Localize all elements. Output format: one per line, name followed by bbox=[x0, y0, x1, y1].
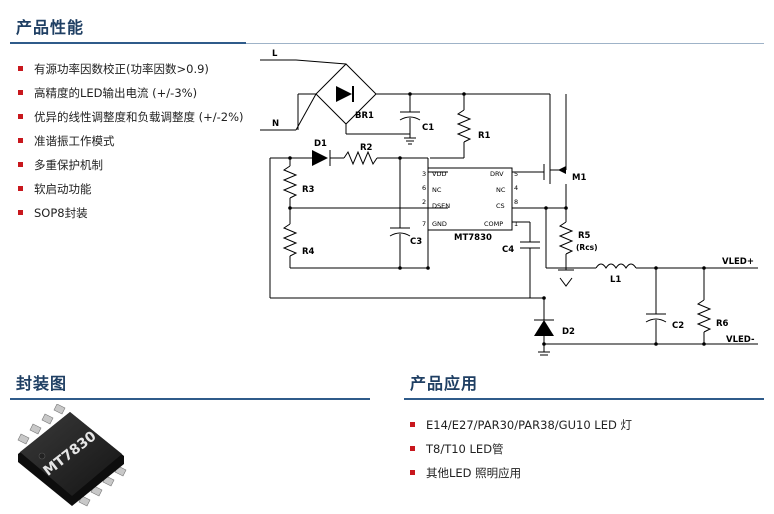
label-n: N bbox=[272, 119, 279, 129]
feature-item: 准谐振工作模式 bbox=[18, 134, 244, 158]
label-r4: R4 bbox=[302, 247, 315, 257]
bullet-icon bbox=[18, 66, 23, 71]
label-c4: C4 bbox=[502, 245, 514, 255]
label-r3: R3 bbox=[302, 185, 315, 195]
performance-heading: 产品性能 bbox=[16, 18, 85, 37]
label-r1: R1 bbox=[478, 131, 491, 141]
d1-diode-icon bbox=[312, 150, 328, 166]
pin-number: 4 bbox=[514, 184, 518, 192]
label-r5: R5 bbox=[578, 231, 591, 241]
pin-number: 1 bbox=[514, 220, 518, 228]
performance-heading-rule-thin bbox=[246, 43, 764, 44]
bullet-icon bbox=[18, 138, 23, 143]
pin-name: GND bbox=[432, 220, 447, 228]
label-vled-plus: VLED+ bbox=[722, 257, 754, 267]
label-vled-minus: VLED- bbox=[726, 335, 755, 345]
label-l1: L1 bbox=[610, 275, 621, 285]
pin-number: 6 bbox=[422, 184, 426, 192]
application-heading-rule bbox=[404, 398, 764, 400]
bullet-icon bbox=[18, 162, 23, 167]
pin-name: NC bbox=[432, 186, 442, 194]
bullet-icon bbox=[18, 114, 23, 119]
bullet-icon bbox=[410, 470, 415, 475]
feature-list: 有源功率因数校正(功率因数>0.9) 高精度的LED输出电流 (+/-3%) 优… bbox=[18, 62, 244, 230]
bullet-icon bbox=[410, 422, 415, 427]
pin-name: CS bbox=[496, 202, 505, 210]
pin-number: 3 bbox=[422, 170, 426, 178]
label-d2: D2 bbox=[562, 327, 575, 337]
pin-name: VDD bbox=[432, 170, 446, 178]
d2-diode-icon bbox=[534, 320, 554, 336]
pin-name: DRV bbox=[490, 170, 504, 178]
pin-name: DSEN bbox=[432, 202, 450, 210]
label-c3: C3 bbox=[410, 237, 422, 247]
package-heading: 封装图 bbox=[16, 374, 68, 393]
feature-item: 高精度的LED输出电流 (+/-3%) bbox=[18, 86, 244, 110]
feature-item: 多重保护机制 bbox=[18, 158, 244, 182]
application-item: E14/E27/PAR30/PAR38/GU10 LED 灯 bbox=[410, 418, 632, 442]
application-item: T8/T10 LED管 bbox=[410, 442, 632, 466]
package-heading-rule bbox=[10, 398, 370, 400]
label-d1: D1 bbox=[314, 139, 327, 149]
application-list: E14/E27/PAR30/PAR38/GU10 LED 灯 T8/T10 LE… bbox=[410, 418, 632, 490]
pin-number: 7 bbox=[422, 220, 426, 228]
label-br1: BR1 bbox=[355, 111, 374, 121]
pin-name: NC bbox=[496, 186, 506, 194]
label-r6: R6 bbox=[716, 319, 729, 329]
feature-item: 软启动功能 bbox=[18, 182, 244, 206]
feature-item: 有源功率因数校正(功率因数>0.9) bbox=[18, 62, 244, 86]
bullet-icon bbox=[18, 210, 23, 215]
label-ic: MT7830 bbox=[454, 233, 492, 243]
application-heading: 产品应用 bbox=[410, 374, 479, 393]
pin-number: 8 bbox=[514, 198, 518, 206]
label-r2: R2 bbox=[360, 143, 373, 153]
bullet-icon bbox=[18, 90, 23, 95]
label-l: L bbox=[272, 49, 278, 59]
pin-name: COMP bbox=[484, 220, 503, 228]
label-m1: M1 bbox=[572, 173, 586, 183]
bridge-diode-icon bbox=[336, 86, 352, 102]
sop8-package-image: MT7830 bbox=[17, 404, 127, 507]
pin-number: 5 bbox=[514, 170, 518, 178]
label-c1: C1 bbox=[422, 123, 434, 133]
bullet-icon bbox=[410, 446, 415, 451]
pin-number: 2 bbox=[422, 198, 426, 206]
feature-item: SOP8封装 bbox=[18, 206, 244, 230]
bullet-icon bbox=[18, 186, 23, 191]
feature-item: 优异的线性调整度和负载调整度 (+/-2%) bbox=[18, 110, 244, 134]
performance-heading-rule bbox=[10, 42, 246, 44]
application-item: 其他LED 照明应用 bbox=[410, 466, 632, 490]
circuit-schematic: L N BR1 C1 R1 D1 R2 R3 R4 C3 M1 R5 (Rcs)… bbox=[260, 49, 758, 356]
label-rcs: (Rcs) bbox=[576, 243, 598, 252]
label-c2: C2 bbox=[672, 321, 684, 331]
